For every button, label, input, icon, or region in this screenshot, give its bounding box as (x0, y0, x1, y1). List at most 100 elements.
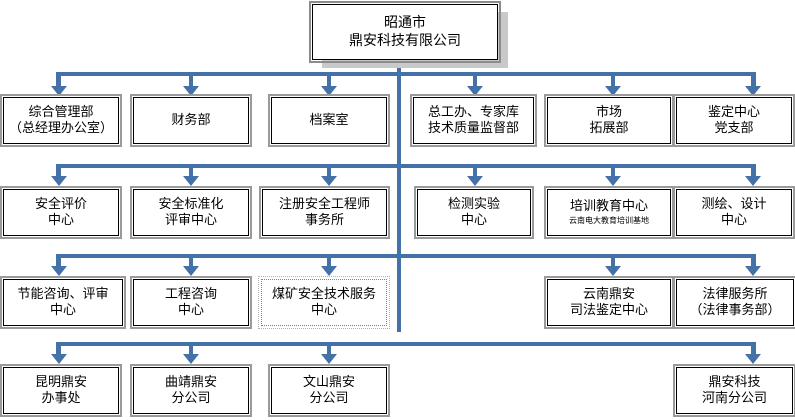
row2-drop-c2 (189, 164, 193, 178)
row3-arrow-c6 (745, 266, 761, 276)
node-r3-c5-line-2: 司法鉴定中心 (569, 302, 648, 318)
row3-drop-c6 (751, 254, 755, 268)
row2-drop-c4 (473, 164, 477, 178)
node-r1-c4[interactable]: 总工办、专家库 技术质量监督部 (410, 94, 537, 147)
row2-arrow-c3 (321, 176, 337, 186)
node-r4-c3-line-2: 分公司 (309, 390, 349, 406)
node-r2-c6-line-2: 中心 (720, 212, 747, 228)
row4-drop-c6 (751, 342, 755, 356)
node-r3-c6-line-1: 法律服务所 (702, 287, 768, 303)
row3-drop-c5 (611, 254, 615, 268)
row4-drop-c2 (189, 342, 193, 356)
node-r1-c2-line-1: 财务部 (171, 112, 211, 128)
row3-drop-c3 (327, 254, 331, 268)
node-r1-c3[interactable]: 档案室 (268, 94, 390, 147)
node-r4-c1-line-2: 办事处 (41, 390, 81, 406)
node-r1-c3-line-1: 档案室 (309, 112, 349, 128)
node-r1-c5-line-1: 市场 (595, 105, 622, 121)
node-r2-c6-line-1: 测绘、设计 (701, 197, 767, 213)
node-r2-c6[interactable]: 测绘、设计 中心 (673, 186, 795, 239)
row4-bus (56, 342, 756, 346)
node-r4-c2-line-2: 分公司 (171, 390, 211, 406)
row1-arrow-c1 (51, 86, 67, 96)
node-r2-c5-line-1: 培训教育中心 (569, 199, 648, 215)
node-r3-c3[interactable]: 煤矿安全技术服务 中心 (258, 276, 390, 329)
node-r1-c1[interactable]: 综合管理部 （总经理办公室） (0, 94, 122, 147)
node-r1-c5-line-2: 拓展部 (589, 120, 629, 136)
root-line-1: 昭通市 (384, 14, 426, 31)
row3-drop-c1 (57, 254, 61, 268)
row2-arrow-c4 (467, 176, 483, 186)
row1-arrow-c4 (467, 86, 483, 96)
node-r3-c6[interactable]: 法律服务所 （法律事务部） (673, 276, 795, 329)
row2-bus (56, 164, 756, 168)
node-r2-c3-line-1: 注册安全工程师 (278, 197, 370, 213)
node-r1-c1-line-2: （总经理办公室） (8, 120, 113, 136)
node-r1-c4-line-2: 技术质量监督部 (427, 120, 519, 136)
row1-arrow-c6 (745, 86, 761, 96)
row2-drop-c3 (327, 164, 331, 178)
node-r2-c3[interactable]: 注册安全工程师 事务所 (259, 186, 390, 239)
row4-arrow-c6 (745, 354, 761, 364)
row2-arrow-c5 (605, 176, 621, 186)
node-r3-c2-line-2: 中心 (177, 302, 204, 318)
row2-arrow-c2 (183, 176, 199, 186)
root-line-2: 鼎安科技有限公司 (349, 33, 461, 49)
row4-arrow-c1 (51, 354, 67, 364)
node-r2-c1[interactable]: 安全评价 中心 (0, 186, 122, 239)
node-r2-c4-line-1: 检测实验 (447, 197, 500, 213)
node-r1-c2[interactable]: 财务部 (130, 94, 252, 147)
row1-drop-c1 (57, 72, 61, 88)
node-r2-c2[interactable]: 安全标准化 评审中心 (130, 186, 252, 239)
node-r2-c1-line-2: 中心 (47, 212, 74, 228)
row4-arrow-c2 (183, 354, 199, 364)
row4-drop-c3 (327, 342, 331, 356)
node-r4-c2-line-1: 曲靖鼎安 (164, 375, 217, 391)
node-r1-c5[interactable]: 市场 拓展部 (544, 94, 674, 147)
root-node-company[interactable]: 昭通市 鼎安科技有限公司 (309, 1, 501, 63)
node-r2-c5-subtitle: 云南电大教育培训基地 (569, 216, 649, 226)
row4-arrow-c3 (321, 354, 337, 364)
node-r4-c3[interactable]: 文山鼎安 分公司 (268, 364, 390, 417)
node-r4-c2[interactable]: 曲靖鼎安 分公司 (130, 364, 252, 417)
row1-drop-c5 (611, 72, 615, 88)
node-r1-c4-line-1: 总工办、专家库 (427, 105, 519, 121)
node-r3-c5[interactable]: 云南鼎安 司法鉴定中心 (544, 276, 674, 329)
row3-drop-c2 (189, 254, 193, 268)
row1-bus (56, 72, 756, 76)
row1-arrow-c3 (321, 86, 337, 96)
node-r1-c1-line-1: 综合管理部 (28, 105, 94, 121)
row3-bus (56, 254, 756, 258)
row2-arrow-c6 (745, 176, 761, 186)
node-r4-c6[interactable]: 鼎安科技 河南分公司 (673, 364, 795, 417)
node-r3-c5-line-1: 云南鼎安 (582, 287, 635, 303)
node-r3-c1-line-1: 节能咨询、评审 (17, 287, 109, 303)
node-r3-c1-line-2: 中心 (49, 302, 76, 318)
row3-arrow-c2 (183, 266, 199, 276)
node-r1-c6-line-1: 鉴定中心 (707, 105, 760, 121)
node-r4-c1-line-1: 昆明鼎安 (34, 375, 87, 391)
row2-drop-c6 (751, 164, 755, 178)
row1-drop-c6 (751, 72, 755, 88)
node-r4-c6-line-2: 河南分公司 (701, 390, 767, 406)
node-r3-c2-line-1: 工程咨询 (164, 287, 217, 303)
row3-arrow-c1 (51, 266, 67, 276)
node-r2-c5[interactable]: 培训教育中心 云南电大教育培训基地 (544, 186, 674, 239)
row1-arrow-c2 (183, 86, 199, 96)
node-r3-c1[interactable]: 节能咨询、评审 中心 (0, 276, 126, 329)
node-r2-c4[interactable]: 检测实验 中心 (414, 186, 534, 239)
row2-drop-c1 (57, 164, 61, 178)
node-r4-c6-line-1: 鼎安科技 (708, 375, 761, 391)
node-r4-c3-line-1: 文山鼎安 (302, 375, 355, 391)
node-r4-c1[interactable]: 昆明鼎安 办事处 (0, 364, 122, 417)
row1-drop-c3 (327, 72, 331, 88)
row1-arrow-c5 (605, 86, 621, 96)
row3-arrow-c5 (605, 266, 621, 276)
node-r3-c3-line-1: 煤矿安全技术服务 (271, 287, 376, 303)
trunk-vertical-main (397, 60, 401, 332)
node-r3-c2[interactable]: 工程咨询 中心 (130, 276, 252, 329)
row2-drop-c5 (611, 164, 615, 178)
node-r2-c4-line-2: 中心 (460, 212, 487, 228)
node-r1-c6[interactable]: 鉴定中心 党支部 (673, 94, 795, 147)
